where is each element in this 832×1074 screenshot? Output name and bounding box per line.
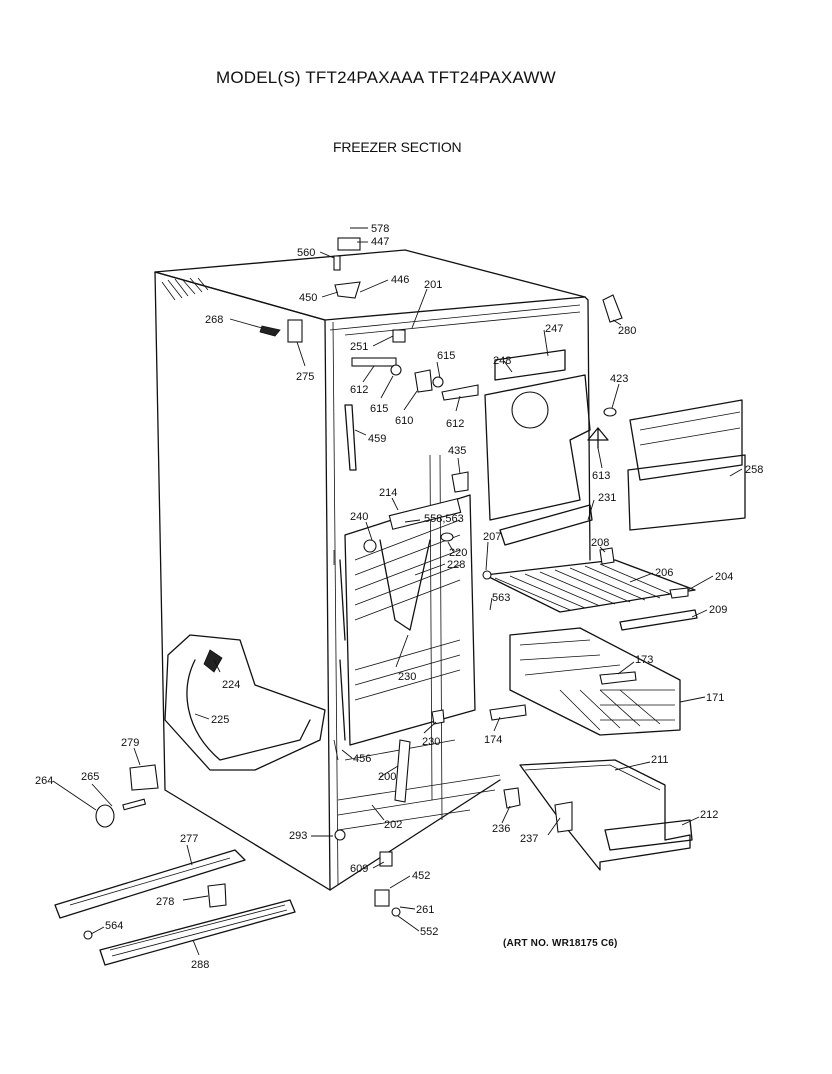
- callout-212: 212: [700, 809, 718, 821]
- callout-268: 268: [205, 314, 223, 326]
- callout-613: 613: [592, 470, 610, 482]
- callout-609: 609: [350, 863, 368, 875]
- callout-564: 564: [105, 920, 123, 932]
- callout-459: 459: [368, 433, 386, 445]
- callout-261: 261: [416, 904, 434, 916]
- callout-265: 265: [81, 771, 99, 783]
- callout-288: 288: [191, 959, 209, 971]
- side-panel: [164, 634, 326, 771]
- callout-435: 435: [448, 445, 466, 457]
- callout-251: 251: [350, 341, 368, 353]
- callout-236: 236: [492, 823, 510, 835]
- callout-230a: 230: [398, 671, 416, 683]
- callout-labels: 578 447 560 446 450 201 268 275 251 247 …: [35, 223, 763, 971]
- callout-612a: 612: [350, 384, 368, 396]
- callout-560: 560: [297, 247, 315, 259]
- callout-174: 174: [484, 734, 502, 746]
- grille-288: [99, 899, 296, 966]
- callout-450: 450: [299, 292, 317, 304]
- callout-610: 610: [395, 415, 413, 427]
- evaporator-assembly: [339, 494, 476, 746]
- callout-208: 208: [591, 537, 609, 549]
- ice-bin: [519, 759, 693, 871]
- callout-552: 552: [420, 926, 438, 938]
- callout-201: 201: [424, 279, 442, 291]
- callout-209: 209: [709, 604, 727, 616]
- callout-563: 563: [492, 592, 510, 604]
- callout-447: 447: [371, 236, 389, 248]
- callout-278: 278: [156, 896, 174, 908]
- callout-204: 204: [715, 571, 733, 583]
- callout-231: 231: [598, 492, 616, 504]
- callout-293: 293: [289, 830, 307, 842]
- callout-207: 207: [483, 531, 501, 543]
- callout-446: 446: [391, 274, 409, 286]
- callout-248: 248: [493, 355, 511, 367]
- callout-264: 264: [35, 775, 53, 787]
- wire-shelf: [484, 559, 698, 631]
- wire-basket: [509, 627, 681, 736]
- callout-224: 224: [222, 679, 240, 691]
- callout-578: 578: [371, 223, 389, 235]
- fan-shroud: [484, 349, 593, 546]
- callout-423: 423: [610, 373, 628, 385]
- callout-275: 275: [296, 371, 314, 383]
- callout-615a: 615: [437, 350, 455, 362]
- leader-lines: [52, 227, 743, 956]
- callout-214: 214: [379, 487, 397, 499]
- callout-612b: 612: [446, 418, 464, 430]
- callout-171: 171: [706, 692, 724, 704]
- section-title: FREEZER SECTION: [333, 139, 462, 155]
- art-number: (ART NO. WR18175 C6): [503, 938, 618, 949]
- callout-237: 237: [520, 833, 538, 845]
- model-title: MODEL(S) TFT24PAXAAA TFT24PAXAWW: [216, 68, 556, 87]
- callout-558-563: 558,563: [424, 513, 464, 525]
- callout-452: 452: [412, 870, 430, 882]
- callout-202: 202: [384, 819, 402, 831]
- callout-206: 206: [655, 567, 673, 579]
- callout-225: 225: [211, 714, 229, 726]
- callout-230b: 230: [422, 736, 440, 748]
- callout-240: 240: [350, 511, 368, 523]
- small-parts: [83, 237, 689, 940]
- callout-615b: 615: [370, 403, 388, 415]
- callout-211: 211: [651, 754, 669, 766]
- callout-173: 173: [635, 654, 653, 666]
- rail-277: [54, 849, 246, 919]
- rear-cover: [627, 399, 746, 531]
- callout-456: 456: [353, 753, 371, 765]
- callout-220: 220: [449, 547, 467, 559]
- callout-277: 277: [180, 833, 198, 845]
- callout-258: 258: [745, 464, 763, 476]
- callout-247: 247: [545, 323, 563, 335]
- callout-280: 280: [618, 325, 636, 337]
- callout-228: 228: [447, 559, 465, 571]
- callout-279: 279: [121, 737, 139, 749]
- callout-200: 200: [378, 771, 396, 783]
